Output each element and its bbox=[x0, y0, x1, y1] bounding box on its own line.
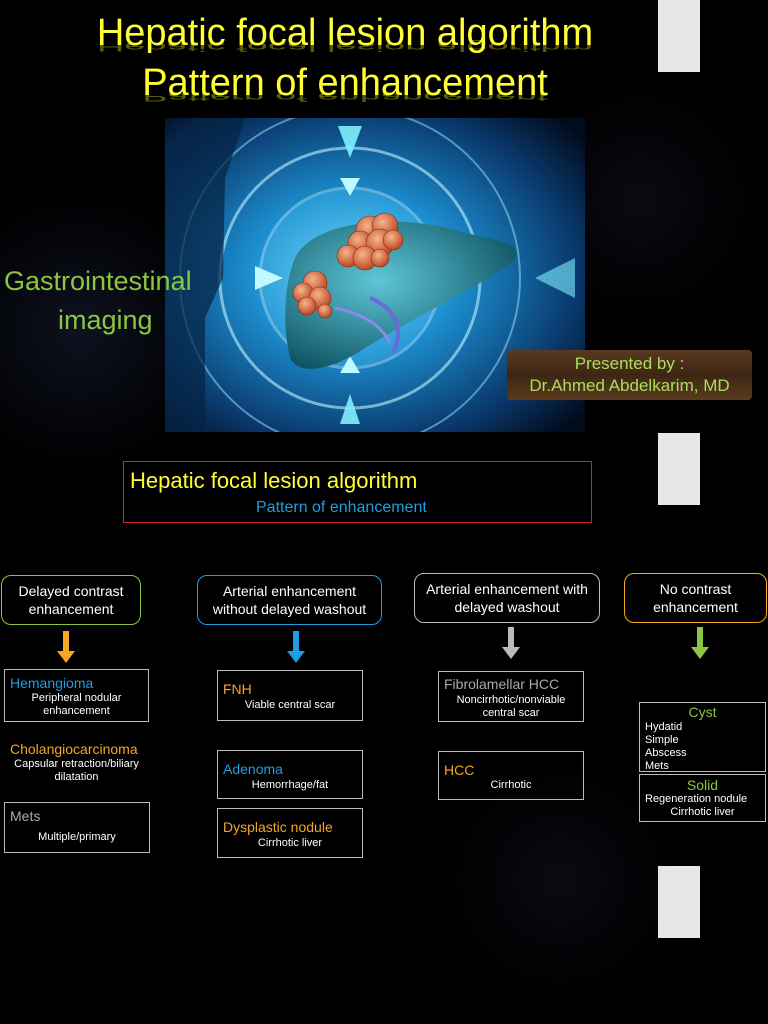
cyst-item: Abscess bbox=[645, 747, 687, 759]
lesion-description: Multiple/primary bbox=[38, 831, 116, 843]
category-label: No contrast enhancement bbox=[653, 581, 738, 615]
lesion-name: Adenoma bbox=[223, 761, 283, 777]
lesion-description: Noncirrhotic/nonviable central scar bbox=[456, 694, 566, 719]
lesion-cholangiocarcinoma: Cholangiocarcinoma Capsular retraction/b… bbox=[4, 735, 149, 788]
lesion-name: Mets bbox=[10, 808, 41, 824]
lesion-description: Cirrhotic bbox=[490, 779, 532, 791]
cyst-heading: Cyst bbox=[688, 704, 717, 720]
solid-item: Cirrhotic liver bbox=[670, 806, 735, 818]
down-arrow-icon bbox=[57, 631, 75, 663]
category-delayed-contrast: Delayed contrast enhancement bbox=[1, 575, 141, 625]
solid-heading: Solid bbox=[686, 777, 719, 793]
down-arrow-icon bbox=[691, 627, 709, 659]
category-no-contrast: No contrast enhancement bbox=[624, 573, 767, 623]
title-line-1: Hepatic focal lesion algorithm bbox=[96, 12, 594, 54]
down-arrow-icon bbox=[502, 627, 520, 659]
lesion-description: Cirrhotic liver bbox=[257, 837, 323, 849]
algorithm-title: Hepatic focal lesion algorithm bbox=[130, 468, 418, 493]
presenter-line-1: Presented by : bbox=[574, 354, 685, 373]
title-line-2: Pattern of enhancement bbox=[142, 62, 548, 104]
lesion-hemangioma: Hemangioma Peripheral nodular enhancemen… bbox=[4, 669, 149, 722]
lesion-fnh: FNH Viable central scar bbox=[217, 670, 363, 721]
algorithm-header: Hepatic focal lesion algorithm Pattern o… bbox=[123, 461, 592, 523]
section-label-line-1: Gastrointestinal bbox=[4, 266, 192, 296]
lesion-description: Hemorrhage/fat bbox=[251, 779, 329, 791]
slide-marker-1 bbox=[658, 0, 700, 72]
down-arrow-icon bbox=[287, 631, 305, 663]
lesion-dysplastic-nodule: Dysplastic nodule Cirrhotic liver bbox=[217, 808, 363, 858]
lesion-description: Capsular retraction/biliary dilatation bbox=[14, 758, 139, 783]
lesion-name: Fibrolamellar HCC bbox=[444, 676, 560, 692]
lesion-name: Dysplastic nodule bbox=[223, 819, 333, 835]
lesion-name: HCC bbox=[444, 762, 475, 778]
solid-group: Solid Regeneration nodule Cirrhotic live… bbox=[639, 774, 766, 822]
lesion-mets: Mets Multiple/primary bbox=[4, 802, 150, 853]
lesion-description: Viable central scar bbox=[244, 699, 336, 711]
slide-marker-2 bbox=[658, 433, 700, 505]
cyst-item: Hydatid bbox=[645, 721, 683, 733]
lesion-hcc: HCC Cirrhotic bbox=[438, 751, 584, 800]
title-line-1-reflection: Hepatic focal lesion algorithm bbox=[96, 39, 594, 54]
lesion-description: Peripheral nodular enhancement bbox=[31, 692, 122, 717]
slide-marker-3 bbox=[658, 866, 700, 938]
title-line-2-reflection: Pattern of enhancement bbox=[142, 89, 548, 104]
category-label: Arterial enhancement without delayed was… bbox=[212, 583, 367, 617]
lesion-name: Cholangiocarcinoma bbox=[10, 741, 138, 757]
solid-item: Regeneration nodule bbox=[645, 793, 748, 805]
cyst-item: Mets bbox=[645, 760, 669, 772]
presenter-line-2: Dr.Ahmed Abdelkarim, MD bbox=[529, 376, 730, 395]
lesion-name: FNH bbox=[223, 681, 252, 697]
category-arterial-washout: Arterial enhancement with delayed washou… bbox=[414, 573, 600, 623]
lesion-fibrolamellar-hcc: Fibrolamellar HCC Noncirrhotic/nonviable… bbox=[438, 671, 584, 722]
category-arterial-no-washout: Arterial enhancement without delayed was… bbox=[197, 575, 382, 625]
cyst-group: Cyst Hydatid Simple Abscess Mets bbox=[639, 702, 766, 772]
category-label: Arterial enhancement with delayed washou… bbox=[426, 581, 588, 615]
algorithm-subtitle: Pattern of enhancement bbox=[256, 499, 427, 516]
category-label: Delayed contrast enhancement bbox=[18, 583, 124, 617]
presenter-plaque: Presented by : Dr.Ahmed Abdelkarim, MD bbox=[507, 350, 752, 400]
lesion-name: Hemangioma bbox=[10, 675, 94, 691]
lesion-adenoma: Adenoma Hemorrhage/fat bbox=[217, 750, 363, 799]
section-label-line-2: imaging bbox=[58, 305, 153, 335]
cyst-item: Simple bbox=[645, 734, 679, 746]
